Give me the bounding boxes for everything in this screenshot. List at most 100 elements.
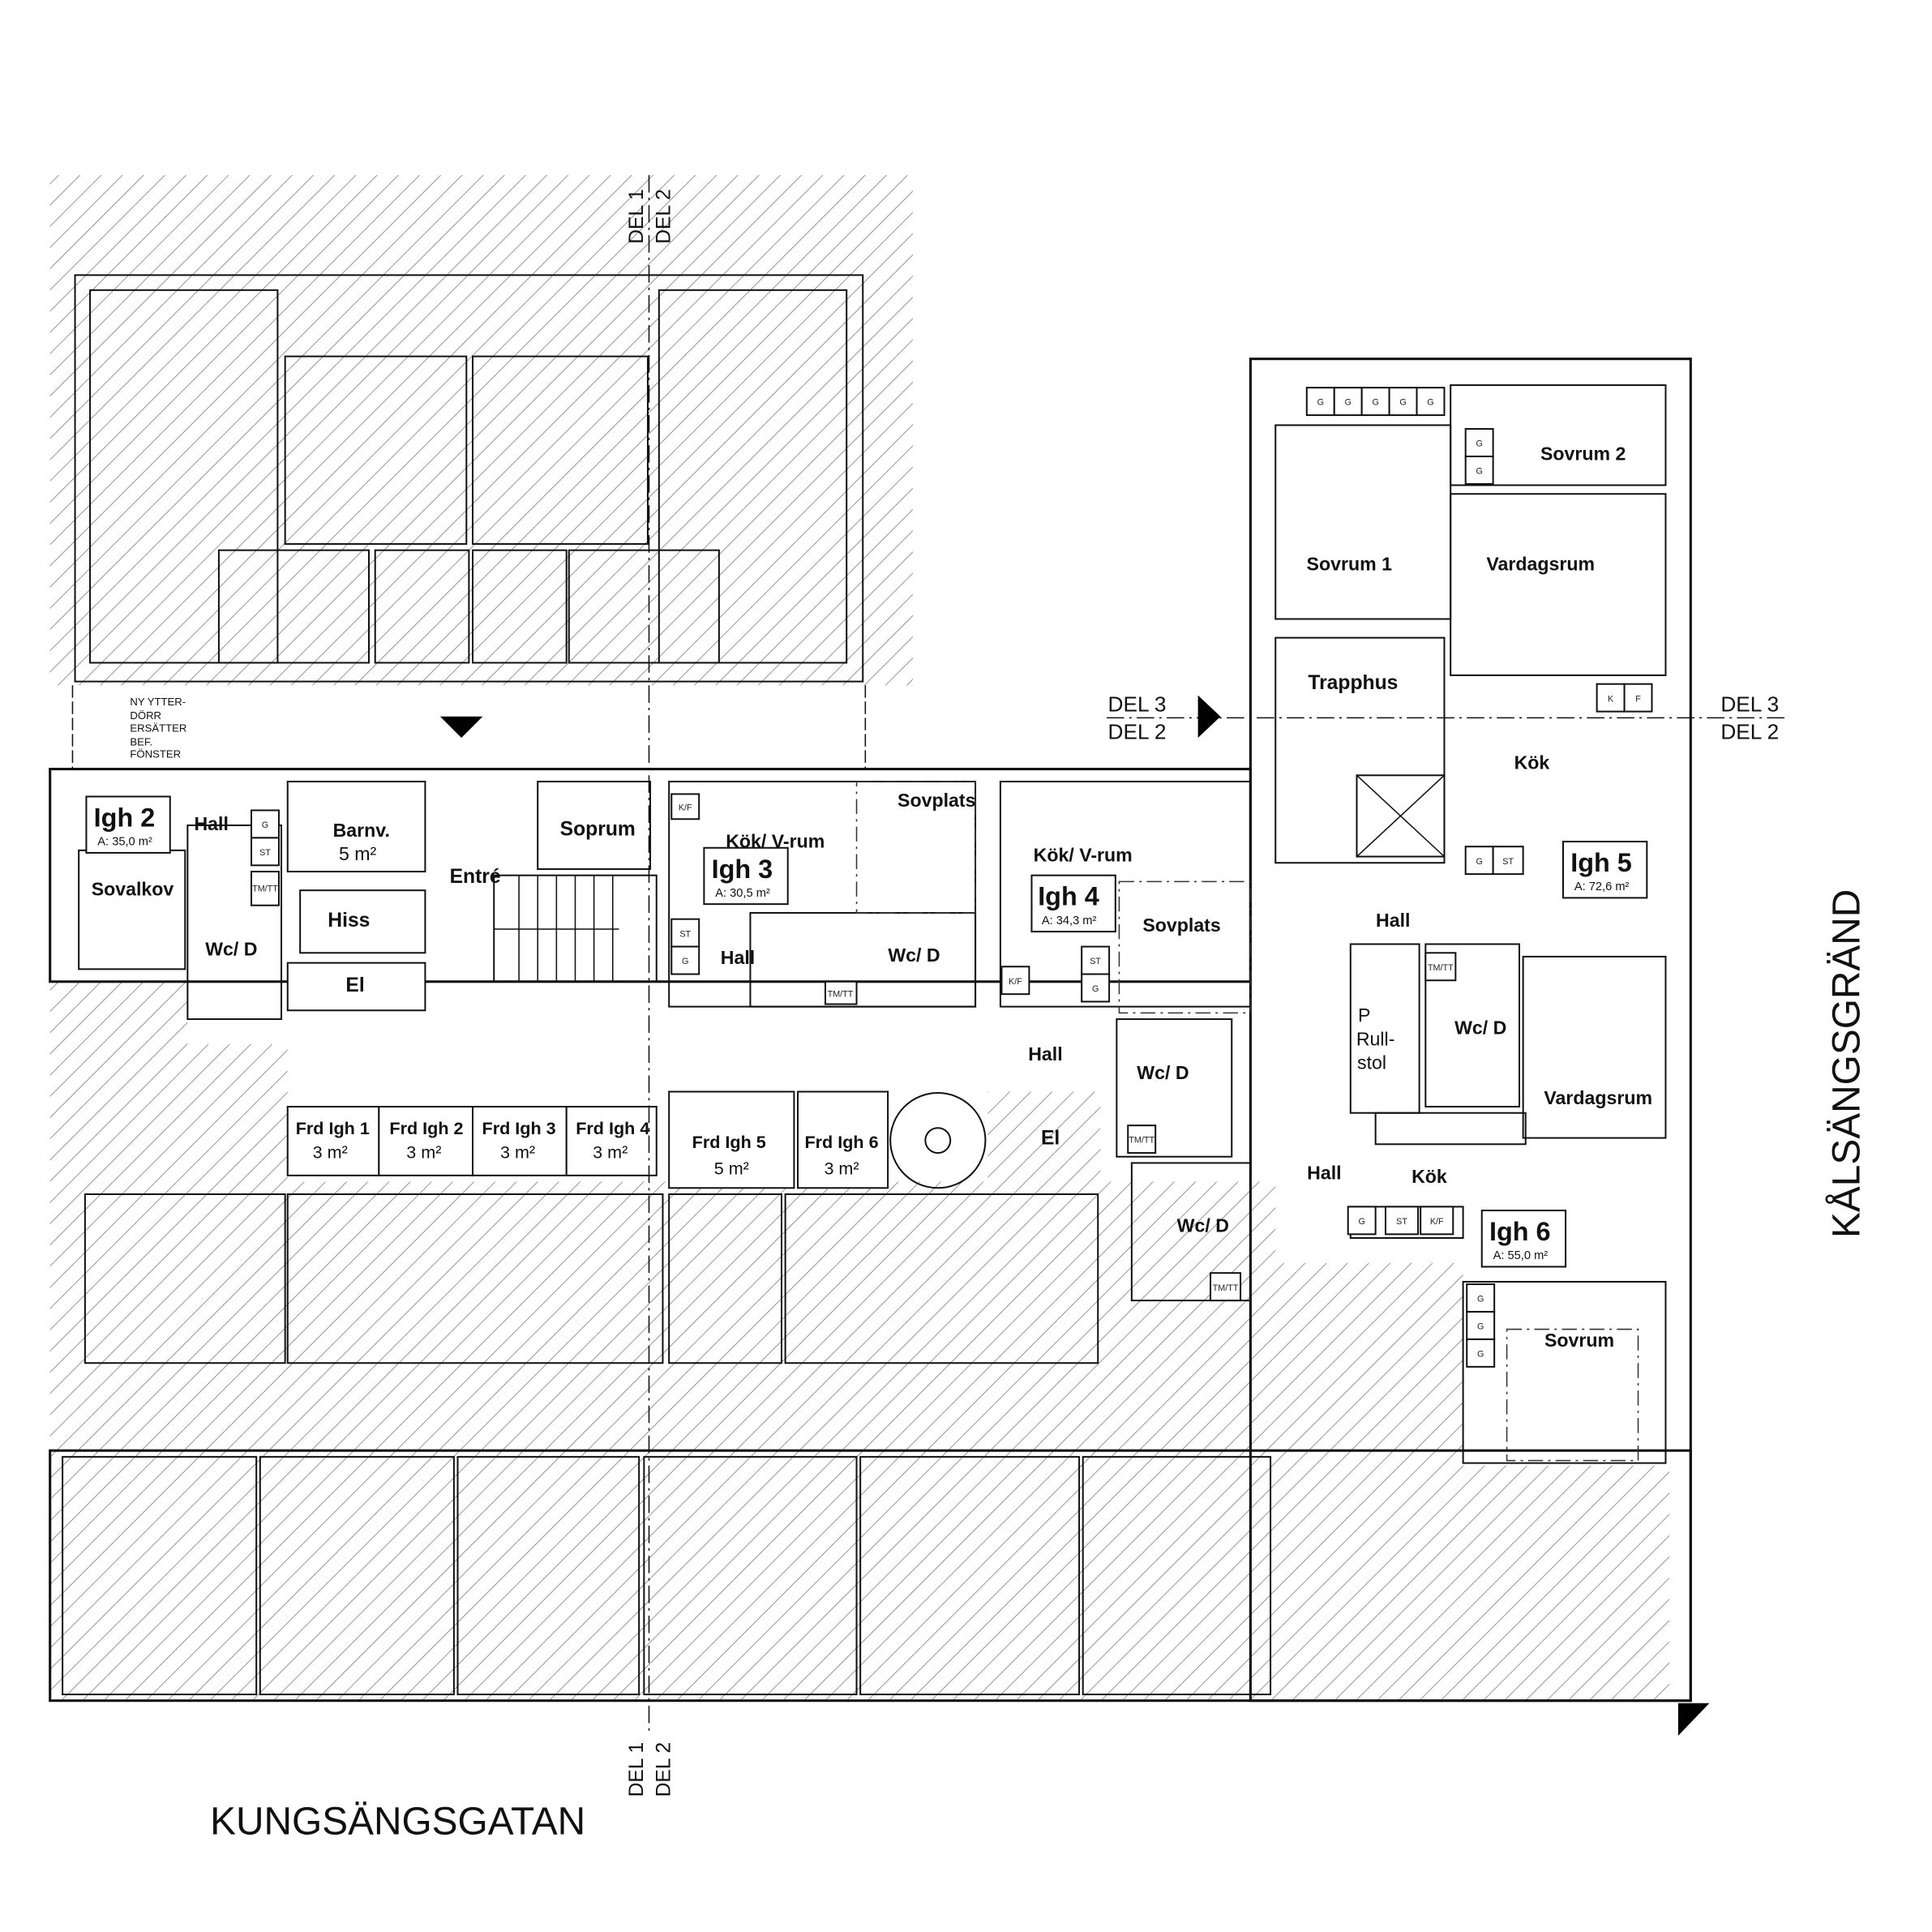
svg-text:G: G [1092, 984, 1099, 994]
svg-text:K/F: K/F [1430, 1217, 1444, 1227]
street-name-south: KUNGSÄNGSGATAN [210, 1801, 585, 1844]
apartment-tag-igh6: Igh 6 A: 55,0 m² [1480, 1210, 1567, 1268]
room-label: Vardagsrum [1486, 553, 1595, 574]
svg-text:Igh 2: Igh 2 [94, 803, 156, 833]
svg-text:A: 35,0 m²: A: 35,0 m² [97, 836, 152, 849]
entrance-arrow-icon [1197, 695, 1221, 739]
svg-text:NY YTTER-: NY YTTER- [130, 696, 186, 708]
room-label: Sovrum 2 [1540, 443, 1626, 465]
svg-text:G: G [1372, 398, 1378, 408]
apartment-tag-igh5: Igh 5 A: 72,6 m² [1561, 841, 1648, 899]
svg-text:Frd Igh 2: Frd Igh 2 [389, 1118, 463, 1138]
section-lines [439, 174, 1788, 1736]
svg-text:TM/TT: TM/TT [1129, 1136, 1154, 1146]
room-label: Barnv. [333, 820, 390, 841]
room-label: Sovrum 1 [1307, 553, 1393, 574]
svg-text:G: G [1476, 857, 1482, 867]
room-label: Sovplats [897, 790, 975, 811]
svg-text:ST: ST [259, 848, 271, 858]
svg-text:3 m²: 3 m² [313, 1142, 348, 1162]
svg-text:ST: ST [1502, 857, 1514, 867]
room-label: Rull- [1356, 1028, 1395, 1049]
room-label: Hall [194, 813, 228, 834]
room-label: Vardagsrum [1544, 1087, 1652, 1108]
svg-text:G: G [1476, 467, 1482, 477]
room-label: Kök/ V-rum [726, 831, 825, 852]
section-label: DEL 2 [1108, 720, 1167, 744]
room-label: Kök [1514, 752, 1550, 773]
svg-text:G: G [1476, 439, 1482, 449]
section-arrow-icon [1677, 1703, 1710, 1736]
svg-text:3 m²: 3 m² [824, 1158, 859, 1178]
room-label: Hall [1376, 910, 1410, 931]
svg-text:TM/TT: TM/TT [828, 989, 854, 999]
svg-text:Igh 4: Igh 4 [1038, 882, 1099, 911]
svg-text:G: G [1427, 398, 1433, 408]
section-label: DEL 3 [1108, 692, 1167, 717]
svg-text:A: 34,3 m²: A: 34,3 m² [1042, 915, 1097, 927]
room-label: El [345, 975, 364, 996]
svg-text:Igh 3: Igh 3 [712, 855, 773, 884]
svg-text:K/F: K/F [1009, 977, 1022, 987]
room-label: Wc/ D [205, 938, 257, 959]
room-area: 5 m² [339, 843, 377, 864]
room-label: Sovalkov [92, 878, 174, 899]
svg-text:ST: ST [1090, 957, 1101, 966]
svg-text:ERSÄTTER: ERSÄTTER [130, 722, 186, 734]
room-label: P [1358, 1005, 1370, 1026]
svg-text:A: 55,0 m²: A: 55,0 m² [1493, 1249, 1549, 1262]
section-label: DEL 1 [626, 189, 648, 244]
svg-text:A: 30,5 m²: A: 30,5 m² [715, 887, 770, 900]
room-label: El [1041, 1127, 1060, 1149]
svg-text:G: G [682, 957, 688, 966]
room-label: Entré [450, 866, 501, 888]
room-label: Hall [1028, 1043, 1062, 1065]
main-floor-walls [49, 358, 1692, 1703]
apartment-tag-igh3: Igh 3 A: 30,5 m² [703, 846, 789, 906]
room-label: Sovrum [1544, 1330, 1614, 1351]
svg-text:Frd Igh 6: Frd Igh 6 [804, 1132, 878, 1152]
svg-text:F: F [1635, 694, 1641, 704]
svg-text:G: G [1345, 398, 1352, 408]
svg-text:A: 72,6 m²: A: 72,6 m² [1574, 880, 1630, 893]
svg-text:3 m²: 3 m² [500, 1142, 535, 1162]
street-name-east: KÅLSÄNGSGRÄND [1826, 889, 1869, 1238]
room-label: Wc/ D [1454, 1017, 1506, 1039]
svg-text:G: G [262, 820, 268, 830]
room-label: Wc/ D [888, 945, 940, 966]
room-label: stol [1357, 1052, 1386, 1073]
storage-labels: Frd Igh 1 3 m² Frd Igh 2 3 m² Frd Igh 3 … [296, 1118, 879, 1178]
spiral-stair-icon [889, 1092, 987, 1189]
section-labels: DEL 1 DEL 2 DEL 1 DEL 2 DEL 3 DEL 2 DEL … [626, 189, 1779, 1797]
svg-text:BEF.: BEF. [130, 735, 152, 748]
svg-text:ST: ST [1396, 1217, 1407, 1227]
svg-text:FÖNSTER: FÖNSTER [130, 748, 181, 760]
svg-text:5 m²: 5 m² [714, 1158, 749, 1178]
section-label: DEL 1 [626, 1742, 648, 1797]
room-label: Wc/ D [1137, 1062, 1189, 1083]
svg-text:G: G [1477, 1349, 1484, 1359]
apartment-tag-igh2: Igh 2 A: 35,0 m² [85, 795, 171, 854]
apartment-tag-igh4: Igh 4 A: 34,3 m² [1030, 874, 1116, 933]
room-label: Kök [1412, 1166, 1447, 1187]
section-label: DEL 2 [653, 1742, 675, 1797]
section-label: DEL 2 [653, 189, 675, 244]
svg-text:Frd Igh 1: Frd Igh 1 [296, 1118, 370, 1138]
svg-text:G: G [1477, 1322, 1484, 1332]
section-label: DEL 3 [1720, 692, 1779, 717]
svg-text:K/F: K/F [679, 803, 692, 812]
room-label: Hall [1307, 1162, 1341, 1183]
room-label: Soprum [560, 818, 636, 840]
svg-text:G: G [1358, 1217, 1364, 1227]
room-labels: Hall Sovalkov Wc/ D Barnv. 5 m² Hiss El … [92, 443, 1652, 1352]
svg-text:Frd Igh 3: Frd Igh 3 [482, 1118, 556, 1138]
section-label: DEL 2 [1720, 720, 1779, 744]
entrance-arrow-icon [439, 716, 483, 739]
svg-text:TM/TT: TM/TT [252, 885, 278, 894]
svg-text:G: G [1317, 398, 1324, 408]
svg-text:K: K [1608, 694, 1614, 704]
svg-text:ST: ST [679, 929, 691, 939]
svg-text:G: G [1477, 1295, 1484, 1304]
svg-text:3 m²: 3 m² [593, 1142, 628, 1162]
